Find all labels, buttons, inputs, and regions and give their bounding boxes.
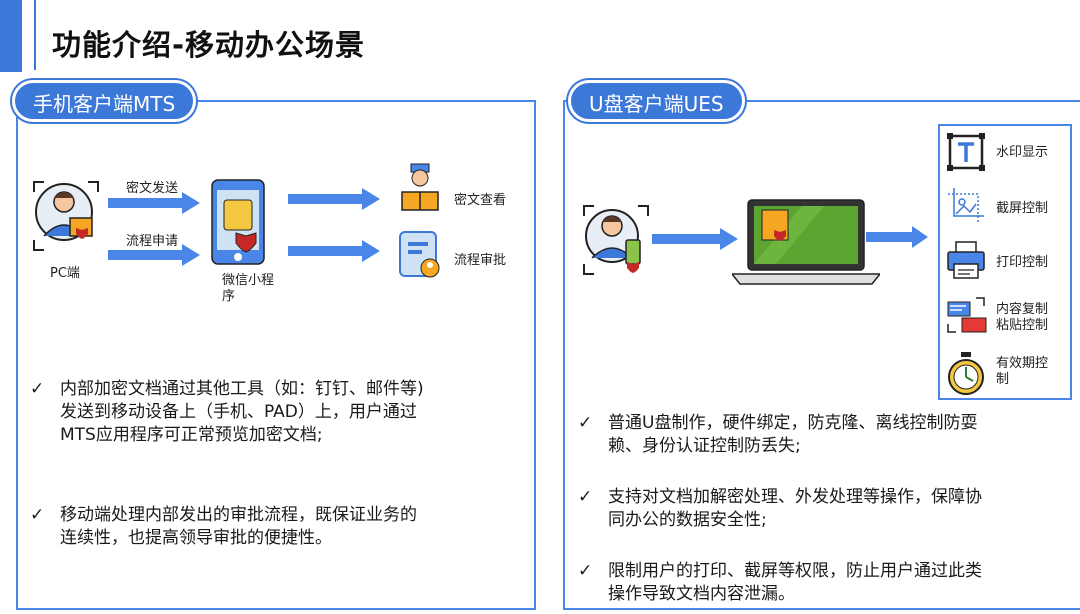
bullet-line: 赖、身份认证控制防丢失; xyxy=(608,436,801,456)
bullet-line: 普通U盘制作，硬件绑定，防克隆、离线控制防耍 xyxy=(608,413,978,433)
arrow-bottom-label: 流程申请 xyxy=(126,234,179,249)
bullet-line: 限制用户的打印、截屏等权限，防止用户通过此类 xyxy=(608,561,982,581)
ues-bullet-1: ✓ 普通U盘制作，硬件绑定，防克隆、离线控制防耍 赖、身份认证控制防丢失; xyxy=(578,412,1074,460)
tool-label: 打印控制 xyxy=(996,255,1049,270)
usb-user-icon xyxy=(583,205,649,275)
tool-label: 有效期控 xyxy=(996,356,1049,371)
page-title: 功能介绍-移动办公场景 xyxy=(52,28,366,62)
tool-label: 制 xyxy=(996,372,1010,387)
arrow-right-icon xyxy=(108,192,200,214)
copy-paste-icon xyxy=(947,297,987,333)
tool-print: 打印控制 xyxy=(940,236,1070,286)
mts-panel xyxy=(16,100,536,610)
bullet-line: 支持对文档加解密处理、外发处理等操作，保障协 xyxy=(608,487,982,507)
arrow-right-icon xyxy=(108,244,200,266)
check-icon: ✓ xyxy=(30,379,45,399)
result-top-label: 密文查看 xyxy=(454,193,507,208)
mts-badge: 手机客户端MTS xyxy=(12,80,197,122)
check-icon: ✓ xyxy=(578,561,593,581)
arrow-top-label: 密文发送 xyxy=(126,181,179,196)
approval-icon xyxy=(399,231,440,278)
arrow-right-icon xyxy=(288,240,380,262)
tool-watermark: 水印显示 xyxy=(940,128,1070,178)
reader-icon xyxy=(401,163,439,211)
tool-copy-paste: 内容复制 粘贴控制 xyxy=(940,292,1070,342)
phone-icon xyxy=(211,179,265,265)
bullet-line: 连续性，也提高领导审批的便捷性。 xyxy=(60,528,332,548)
tool-label: 内容复制 xyxy=(996,302,1049,317)
title-accent-bar xyxy=(0,0,22,72)
mts-bullet-2: ✓ 移动端处理内部发出的审批流程，既保证业务的 连续性，也提高领导审批的便捷性。 xyxy=(30,504,530,552)
title-divider xyxy=(34,0,36,70)
tool-screenshot: 截屏控制 xyxy=(940,182,1070,232)
laptop-icon xyxy=(732,199,880,285)
check-icon: ✓ xyxy=(578,413,593,433)
tool-label: 粘贴控制 xyxy=(996,318,1049,333)
printer-icon xyxy=(947,241,985,279)
result-bottom-label: 流程审批 xyxy=(454,253,507,268)
bullet-line: 移动端处理内部发出的审批流程，既保证业务的 xyxy=(60,505,417,525)
pc-label: PC端 xyxy=(50,266,80,281)
arrow-right-icon xyxy=(652,228,738,250)
ues-badge: U盘客户端UES xyxy=(568,80,745,122)
phone-label-line1: 微信小程 xyxy=(222,273,275,288)
check-icon: ✓ xyxy=(578,487,593,507)
tool-expiry: 有效期控 制 xyxy=(940,348,1070,398)
check-icon: ✓ xyxy=(30,505,45,525)
tool-label: 水印显示 xyxy=(996,145,1049,160)
ues-bullet-3: ✓ 限制用户的打印、截屏等权限，防止用户通过此类 操作导致文档内容泄漏。 xyxy=(578,560,1074,608)
screenshot-icon xyxy=(948,188,984,224)
mts-bullet-1: ✓ 内部加密文档通过其他工具（如：钉钉、邮件等) 发送到移动设备上（手机、PAD… xyxy=(30,378,530,448)
arrow-right-icon xyxy=(866,226,928,248)
tool-label: 截屏控制 xyxy=(996,201,1049,216)
bullet-line: 内部加密文档通过其他工具（如：钉钉、邮件等) xyxy=(60,379,424,399)
timer-icon xyxy=(948,352,984,395)
watermark-icon xyxy=(947,133,985,171)
phone-label-line2: 序 xyxy=(222,289,236,304)
bullet-line: 操作导致文档内容泄漏。 xyxy=(608,584,795,604)
bullet-line: 同办公的数据安全性; xyxy=(608,510,767,530)
bullet-line: MTS应用程序可正常预览加密文档; xyxy=(60,425,323,445)
control-tools-box: 水印显示 截屏控制 打印控制 内容复制 粘贴控制 xyxy=(938,124,1072,400)
arrow-right-icon xyxy=(288,188,380,210)
bullet-line: 发送到移动设备上（手机、PAD）上，用户通过 xyxy=(60,402,417,422)
pc-user-icon xyxy=(33,181,99,251)
ues-bullet-2: ✓ 支持对文档加解密处理、外发处理等操作，保障协 同办公的数据安全性; xyxy=(578,486,1074,534)
